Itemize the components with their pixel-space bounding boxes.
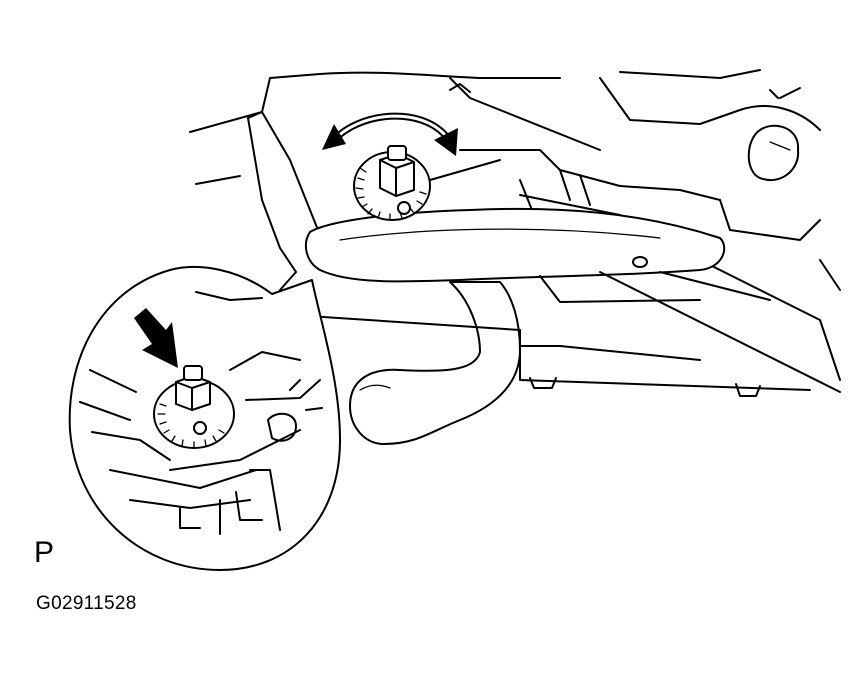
detail-contents [79, 291, 323, 535]
figure-code: G02911528 [36, 593, 137, 614]
lower-suspension-arm [304, 207, 841, 393]
solid-arrow-icon [134, 308, 178, 368]
cam-adjuster-bolt-detail [153, 365, 235, 449]
stabilizer-bar [349, 281, 521, 445]
cam-adjuster-bolt-top [353, 145, 431, 221]
frame-bolts [307, 315, 811, 397]
vehicle-body-lines [189, 69, 841, 381]
strut-knuckle [247, 111, 321, 291]
view-letter: P [34, 536, 55, 569]
curved-double-arrow-icon [322, 112, 458, 156]
